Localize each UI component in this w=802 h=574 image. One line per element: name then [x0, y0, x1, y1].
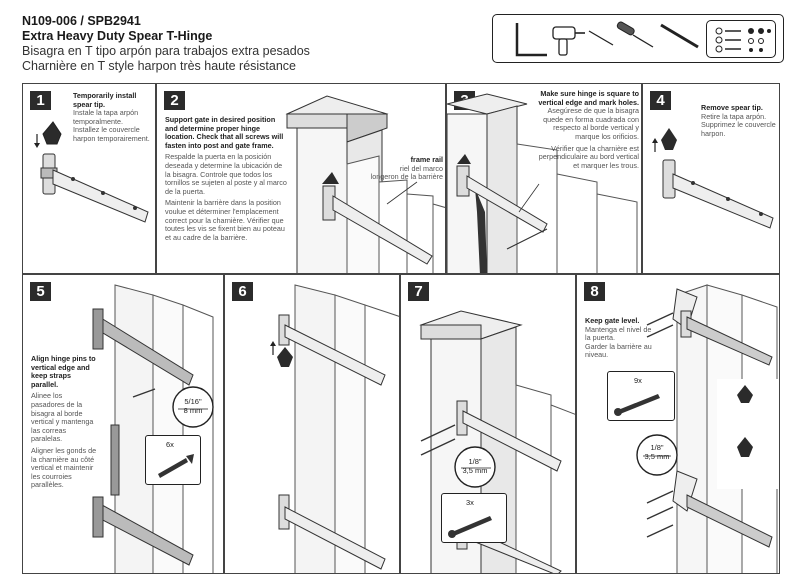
- title-english: Extra Heavy Duty Spear T-Hinge: [22, 29, 213, 43]
- step-5-panel: 5 Align hinge pins to vertical edge and …: [22, 274, 224, 574]
- step-3-panel: 3 Make sure hinge is square to vertical …: [446, 83, 642, 274]
- drill-size-inch: 5/16": [184, 397, 202, 406]
- level-gate-illustration: [636, 284, 779, 573]
- frame-rail-label: frame rail riel del marco longeron de la…: [367, 155, 443, 182]
- instruction-spanish: Mantenga el nivel de la puerta.: [585, 324, 652, 343]
- step-number: 8: [584, 282, 605, 301]
- screw-quantity: 6x: [166, 440, 174, 449]
- instruction-spanish: Asegúrese de que la bisagra quede en for…: [543, 106, 639, 141]
- instruction-spanish: Retire la tapa arpón.: [701, 111, 767, 121]
- install-tip-illustration: [270, 284, 399, 573]
- step-2-text: Support gate in desired position and det…: [165, 115, 289, 242]
- drill-bit-icon: [588, 30, 614, 46]
- instruction-english: Make sure hinge is square to vertical ed…: [538, 89, 639, 107]
- drill-size-label: 1/8" 3,5 mm: [637, 443, 677, 461]
- step-number: 6: [232, 282, 253, 301]
- screw-count-box: 3x: [441, 493, 507, 543]
- remove-tip-illustration: [652, 128, 774, 229]
- screwdriver-icon: [616, 21, 654, 48]
- drill-size-mm: 8 mm: [183, 406, 203, 415]
- step-number: 1: [30, 91, 51, 110]
- step-7-panel: 7 1/8" 3,5 mm 3x: [400, 274, 576, 574]
- drill-icon: [552, 26, 585, 56]
- instruction-french: Installez le couvercle harpon temporaire…: [73, 125, 150, 143]
- step-number: 7: [408, 282, 429, 301]
- step-1-panel: 1 Temporarily install spear tip. Instale…: [22, 83, 156, 274]
- drill-size-mm: 3,5 mm: [644, 452, 670, 461]
- screw-count-box: 6x: [145, 435, 201, 485]
- step-number: 2: [164, 91, 185, 110]
- drill-size-label: 5/16" 8 mm: [173, 397, 213, 415]
- step-8-panel: 8 Keep gate level. Mantenga el nivel de …: [576, 274, 780, 574]
- screw-count-box: 9x: [607, 371, 675, 421]
- align-hinge-illustration: [92, 284, 214, 573]
- hinge-illustration: [34, 121, 149, 223]
- drill-size-inch: 1/8": [650, 443, 664, 452]
- step-5-text: Align hinge pins to vertical edge and ke…: [31, 354, 97, 490]
- drill-size-inch: 1/8": [468, 457, 482, 466]
- step-3-text: Make sure hinge is square to vertical ed…: [537, 89, 639, 170]
- title-french: Charnière en T style harpon très haute r…: [22, 59, 296, 73]
- screw-icon: [448, 516, 492, 538]
- product-code: N109-006 / SPB2941: [22, 14, 141, 28]
- gate-post-illustration: [285, 95, 445, 273]
- document-header: N109-006 / SPB2941 Extra Heavy Duty Spea…: [22, 14, 492, 74]
- instruction-english: Temporarily install spear tip.: [73, 91, 137, 109]
- frame-rail-french: longeron de la barrière: [370, 172, 443, 182]
- instruction-french: Vérifier que la charnière est perpendicu…: [538, 143, 639, 170]
- marking-holes-illustration: [447, 93, 638, 273]
- step-1-text: Temporarily install spear tip. Instale l…: [73, 91, 153, 144]
- screw-quantity: 3x: [466, 498, 474, 507]
- carpenter-square-icon: [515, 23, 547, 57]
- hardware-kit-icon: [706, 20, 776, 58]
- step-4-text: Remove spear tip. Retire la tapa arpón. …: [701, 103, 779, 138]
- instruction-english: Align hinge pins to vertical edge and ke…: [31, 354, 96, 389]
- screw-icon: [158, 454, 194, 478]
- pencil-icon: [660, 23, 699, 49]
- step-2-panel: 2 Support gate in desired position and d…: [156, 83, 446, 274]
- step-6-panel: 6: [224, 274, 400, 574]
- drill-size-mm: 3,5 mm: [462, 466, 488, 475]
- drill-size-label: 1/8" 3,5 mm: [455, 457, 495, 475]
- tools-icons: [515, 21, 699, 57]
- frame-rail-spanish: riel del marco: [399, 163, 443, 173]
- step-4-panel: 4 Remove spear tip. Retire la tapa arpón…: [642, 83, 780, 274]
- instruction-spanish: Respalde la puerta en la posición desead…: [165, 152, 287, 196]
- instruction-spanish: Instale la tapa arpón temporalmente.: [73, 108, 139, 126]
- instruction-french: Maintenir la barrière dans la position v…: [165, 198, 285, 242]
- title-spanish: Bisagra en T tipo arpón para trabajos ex…: [22, 44, 310, 58]
- instruction-english: Support gate in desired position and det…: [165, 115, 284, 150]
- instruction-french: Aligner les gonds de la charnière au côt…: [31, 445, 97, 490]
- instruction-spanish: Alinee los pasadores de la bisagra al bo…: [31, 391, 94, 444]
- instruction-french: Supprimez le couvercle harpon.: [701, 120, 776, 138]
- step-8-text: Keep gate level. Mantenga el nivel de la…: [585, 316, 657, 360]
- screw-quantity: 9x: [634, 376, 642, 385]
- frame-rail-english: frame rail: [410, 155, 443, 164]
- step-number: 5: [30, 282, 51, 301]
- step-number: 4: [650, 91, 671, 110]
- instruction-english: Remove spear tip.: [701, 103, 763, 112]
- screw-icon: [614, 394, 660, 416]
- instruction-french: Garder la barrière au niveau.: [585, 341, 652, 360]
- instruction-english: Keep gate level.: [585, 316, 640, 325]
